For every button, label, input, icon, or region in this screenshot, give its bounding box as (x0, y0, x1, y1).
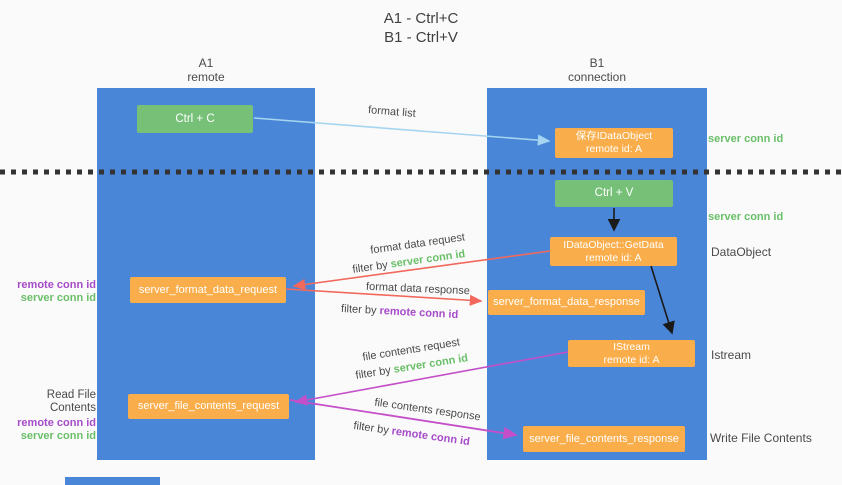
filter-prefix: filter by (352, 419, 390, 437)
left-mid-conn-id-labels: remote conn id server conn id (0, 279, 96, 305)
server-file-contents-request-node: server_file_contents_request (128, 394, 289, 419)
ctrl-c-label: Ctrl + C (175, 112, 215, 125)
istream-node: IStream remote id: A (568, 340, 695, 367)
server-conn-id-label-mid: server conn id (708, 211, 784, 223)
lifeline-header-b1: B1 connection (487, 56, 707, 84)
remote-conn-id-label: remote conn id (17, 417, 96, 429)
dataobject-label: DataObject (711, 245, 772, 259)
server-format-data-response-label: server_format_data_response (493, 296, 640, 308)
save-dataobject-node: 保存IDataObject remote id: A (555, 128, 673, 158)
format-data-request-filter-label: filter byserver conn id (352, 248, 466, 276)
file-contents-response-filter-label: filter byremote conn id (353, 420, 471, 448)
istream-line1: IStream (613, 340, 650, 353)
save-dataobject-line1: 保存IDataObject (575, 130, 653, 142)
getdata-line2: remote id: A (585, 251, 642, 264)
filter-key-remote-conn-id: remote conn id (379, 304, 459, 322)
remote-conn-id-label: remote conn id (17, 279, 96, 291)
diagram-title: A1 - Ctrl+C B1 - Ctrl+V (0, 9, 842, 47)
server-conn-id-label-top: server conn id (708, 133, 784, 145)
filter-prefix: filter by (351, 259, 389, 276)
istream-line2: remote id: A (603, 353, 660, 366)
format-list-edge-label: format list (367, 104, 417, 120)
lifeline-a1-role: remote (187, 70, 225, 84)
write-file-contents-label: Write File Contents (710, 431, 812, 445)
lifeline-header-a1: A1 remote (97, 56, 315, 84)
ctrl-v-label: Ctrl + V (594, 187, 634, 199)
title-line-2: B1 - Ctrl+V (384, 29, 458, 46)
server-format-data-request-label: server_format_data_request (138, 283, 278, 296)
server-format-data-request-node: server_format_data_request (130, 277, 286, 303)
ctrl-c-node: Ctrl + C (137, 105, 253, 133)
lifeline-a1-name: A1 (198, 56, 214, 70)
filter-prefix: filter by (340, 302, 377, 317)
getdata-node: IDataObject::GetData remote id: A (550, 237, 677, 266)
filter-key-remote-conn-id: remote conn id (390, 425, 471, 449)
left-bottom-labels: Read File Contents remote conn id server… (0, 389, 96, 443)
lifeline-b1-name: B1 (589, 56, 605, 70)
format-data-response-edge-label: format data response (365, 280, 471, 298)
title-line-1: A1 - Ctrl+C (383, 10, 459, 27)
file-contents-response-edge-label: file contents response (373, 396, 482, 424)
filter-prefix: filter by (354, 364, 392, 382)
server-file-contents-request-label: server_file_contents_request (137, 400, 280, 412)
server-file-contents-response-label: server_file_contents_response (529, 432, 679, 445)
getdata-line1: IDataObject::GetData (563, 238, 664, 251)
save-dataobject-line2: remote id: A (585, 143, 643, 155)
server-conn-id-label: server conn id (20, 292, 96, 304)
istream-side-label: Istream (711, 348, 752, 362)
lifeline-b1-role: connection (567, 70, 627, 84)
clipped-bottom-element (65, 477, 160, 485)
ctrl-v-node: Ctrl + V (555, 180, 673, 207)
server-format-data-response-node: server_format_data_response (488, 290, 645, 315)
server-file-contents-response-node: server_file_contents_response (523, 426, 685, 452)
read-file-contents-label: Read File Contents (46, 389, 96, 414)
server-conn-id-label: server conn id (20, 430, 96, 442)
